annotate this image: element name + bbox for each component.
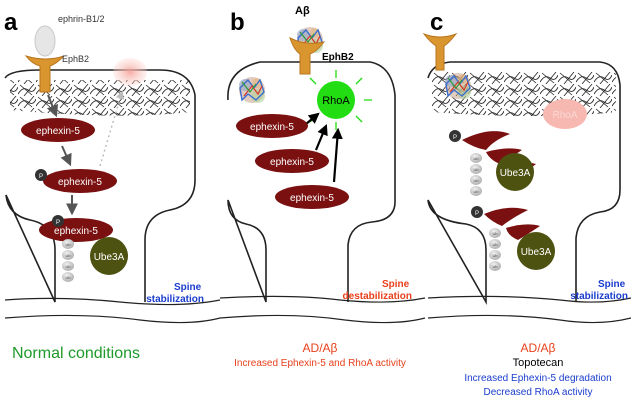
svg-text:Ub: Ub bbox=[492, 264, 498, 269]
phospho-a1 bbox=[35, 169, 47, 181]
ubiquitin-chain-a: Ub Ub Ub Ub bbox=[62, 239, 74, 282]
ephb2-receptor-b bbox=[289, 37, 326, 75]
ephb2-label-a: EphB2 bbox=[62, 54, 89, 64]
ephexin-label-a1: ephexin-5 bbox=[36, 126, 80, 137]
abeta-label-b: Aβ bbox=[295, 5, 310, 17]
ube3a-circle-c2 bbox=[517, 232, 555, 270]
ephexin-oval-a2 bbox=[43, 169, 117, 193]
ephb2-receptor-a bbox=[24, 55, 65, 93]
rhoa-faded-c bbox=[543, 99, 587, 129]
phospho-label-a1: P bbox=[39, 174, 43, 180]
arrow-b1 bbox=[305, 112, 320, 125]
svg-text:Ub: Ub bbox=[492, 253, 498, 258]
caption-c-line4: Decreased RhoA activity bbox=[484, 387, 593, 398]
actin-mesh-a bbox=[10, 80, 190, 116]
caption-c-line1: AD/Aβ bbox=[521, 341, 556, 355]
svg-text:Ub: Ub bbox=[473, 178, 479, 183]
svg-text:Ub: Ub bbox=[492, 231, 498, 236]
dendrite-shaft-c bbox=[427, 295, 631, 303]
rhoa-glow-a bbox=[113, 58, 147, 86]
arrow-b3 bbox=[331, 127, 343, 183]
ubiquitin-chain-c2: Ub Ub Ub Ub bbox=[489, 228, 501, 271]
rhoa-rays-b bbox=[309, 70, 372, 130]
arrow-a2 bbox=[60, 145, 72, 167]
ephexin-oval-b3 bbox=[275, 185, 349, 209]
dendrite-shaft-a bbox=[4, 297, 221, 306]
svg-text:Ub: Ub bbox=[473, 189, 479, 194]
ephexin-label-a2: ephexin-5 bbox=[58, 177, 102, 188]
dendrite-shaft-b bbox=[219, 295, 426, 303]
rhoa-label-b: RhoA bbox=[322, 95, 350, 107]
panel-b: b Aβ EphB2 RhoA ephexin-5 ephexin-5 ephe… bbox=[219, 5, 426, 369]
ephb2-receptor-c bbox=[422, 32, 458, 71]
ephexin-label-b2: ephexin-5 bbox=[270, 157, 314, 168]
ephexin-label-b3: ephexin-5 bbox=[290, 193, 334, 204]
ube3a-label-c2: Ube3A bbox=[521, 247, 552, 258]
ephrin-label: ephrin-B1/2 bbox=[58, 14, 105, 24]
svg-text:Ub: Ub bbox=[65, 242, 71, 247]
outcome-b: Spine destabilization bbox=[343, 279, 412, 302]
ubiquitin-chain-c1: Ub Ub Ub Ub bbox=[470, 153, 482, 196]
panel-letter-a: a bbox=[4, 9, 18, 36]
caption-b-line1: AD/Aβ bbox=[303, 341, 338, 355]
spine-outline-b bbox=[227, 61, 396, 303]
rhoa-circle-b bbox=[317, 81, 355, 119]
ube3a-label-c1: Ube3A bbox=[500, 168, 531, 179]
ephb2-label-b: EphB2 bbox=[322, 52, 354, 63]
caption-a: Normal conditions bbox=[12, 345, 140, 362]
phospho-label-a2: P bbox=[56, 220, 60, 226]
ube3a-label-a: Ube3A bbox=[94, 252, 125, 263]
ephexin-fragments-c2 bbox=[484, 207, 540, 240]
arrow-b2 bbox=[314, 123, 328, 151]
ephexin-oval-b1 bbox=[236, 114, 308, 138]
panel-letter-c: c bbox=[430, 9, 443, 36]
panel-a: a ephrin-B1/2 EphB2 ephexin-5 ephexin-5 … bbox=[4, 9, 221, 362]
ube3a-circle-c1 bbox=[496, 153, 534, 191]
ephexin-oval-b2 bbox=[255, 149, 329, 173]
ephexin-label-a3: ephexin-5 bbox=[54, 226, 98, 237]
phospho-c1 bbox=[449, 130, 461, 142]
outcome-a: Spine stabilization bbox=[146, 282, 204, 305]
arrow-a1 bbox=[46, 94, 59, 118]
spine-outline-a bbox=[4, 69, 196, 303]
ephexin-label-b1: ephexin-5 bbox=[250, 122, 294, 133]
caption-b-line2: Increased Ephexin-5 and RhoA activity bbox=[234, 358, 406, 369]
abeta-oligomer-c bbox=[444, 72, 472, 100]
phospho-label-c1: P bbox=[453, 135, 457, 141]
outcome-c: Spine stabilization bbox=[570, 279, 628, 302]
svg-text:Ub: Ub bbox=[492, 242, 498, 247]
svg-text:Ub: Ub bbox=[473, 167, 479, 172]
abeta-oligomer-b2 bbox=[238, 76, 266, 104]
rhoa-label-c: RhoA bbox=[552, 110, 577, 121]
ephexin-oval-a1 bbox=[21, 118, 95, 142]
ube3a-circle-a bbox=[90, 237, 128, 275]
svg-text:Ub: Ub bbox=[65, 264, 71, 269]
ephrin-ligand bbox=[34, 25, 56, 57]
svg-text:Ub: Ub bbox=[65, 275, 71, 280]
phospho-a2 bbox=[52, 215, 64, 227]
svg-text:Ub: Ub bbox=[473, 156, 479, 161]
svg-text:Ub: Ub bbox=[65, 253, 71, 258]
phospho-label-c2: P bbox=[475, 211, 479, 217]
panel-c: c RhoA P Ub Ub Ub Ub Ube3A bbox=[422, 9, 631, 398]
caption-c-line3: Increased Ephexin-5 degradation bbox=[464, 373, 611, 384]
caption-c-line2: Topotecan bbox=[513, 357, 564, 369]
phospho-c2 bbox=[471, 206, 483, 218]
panel-letter-b: b bbox=[230, 9, 245, 36]
